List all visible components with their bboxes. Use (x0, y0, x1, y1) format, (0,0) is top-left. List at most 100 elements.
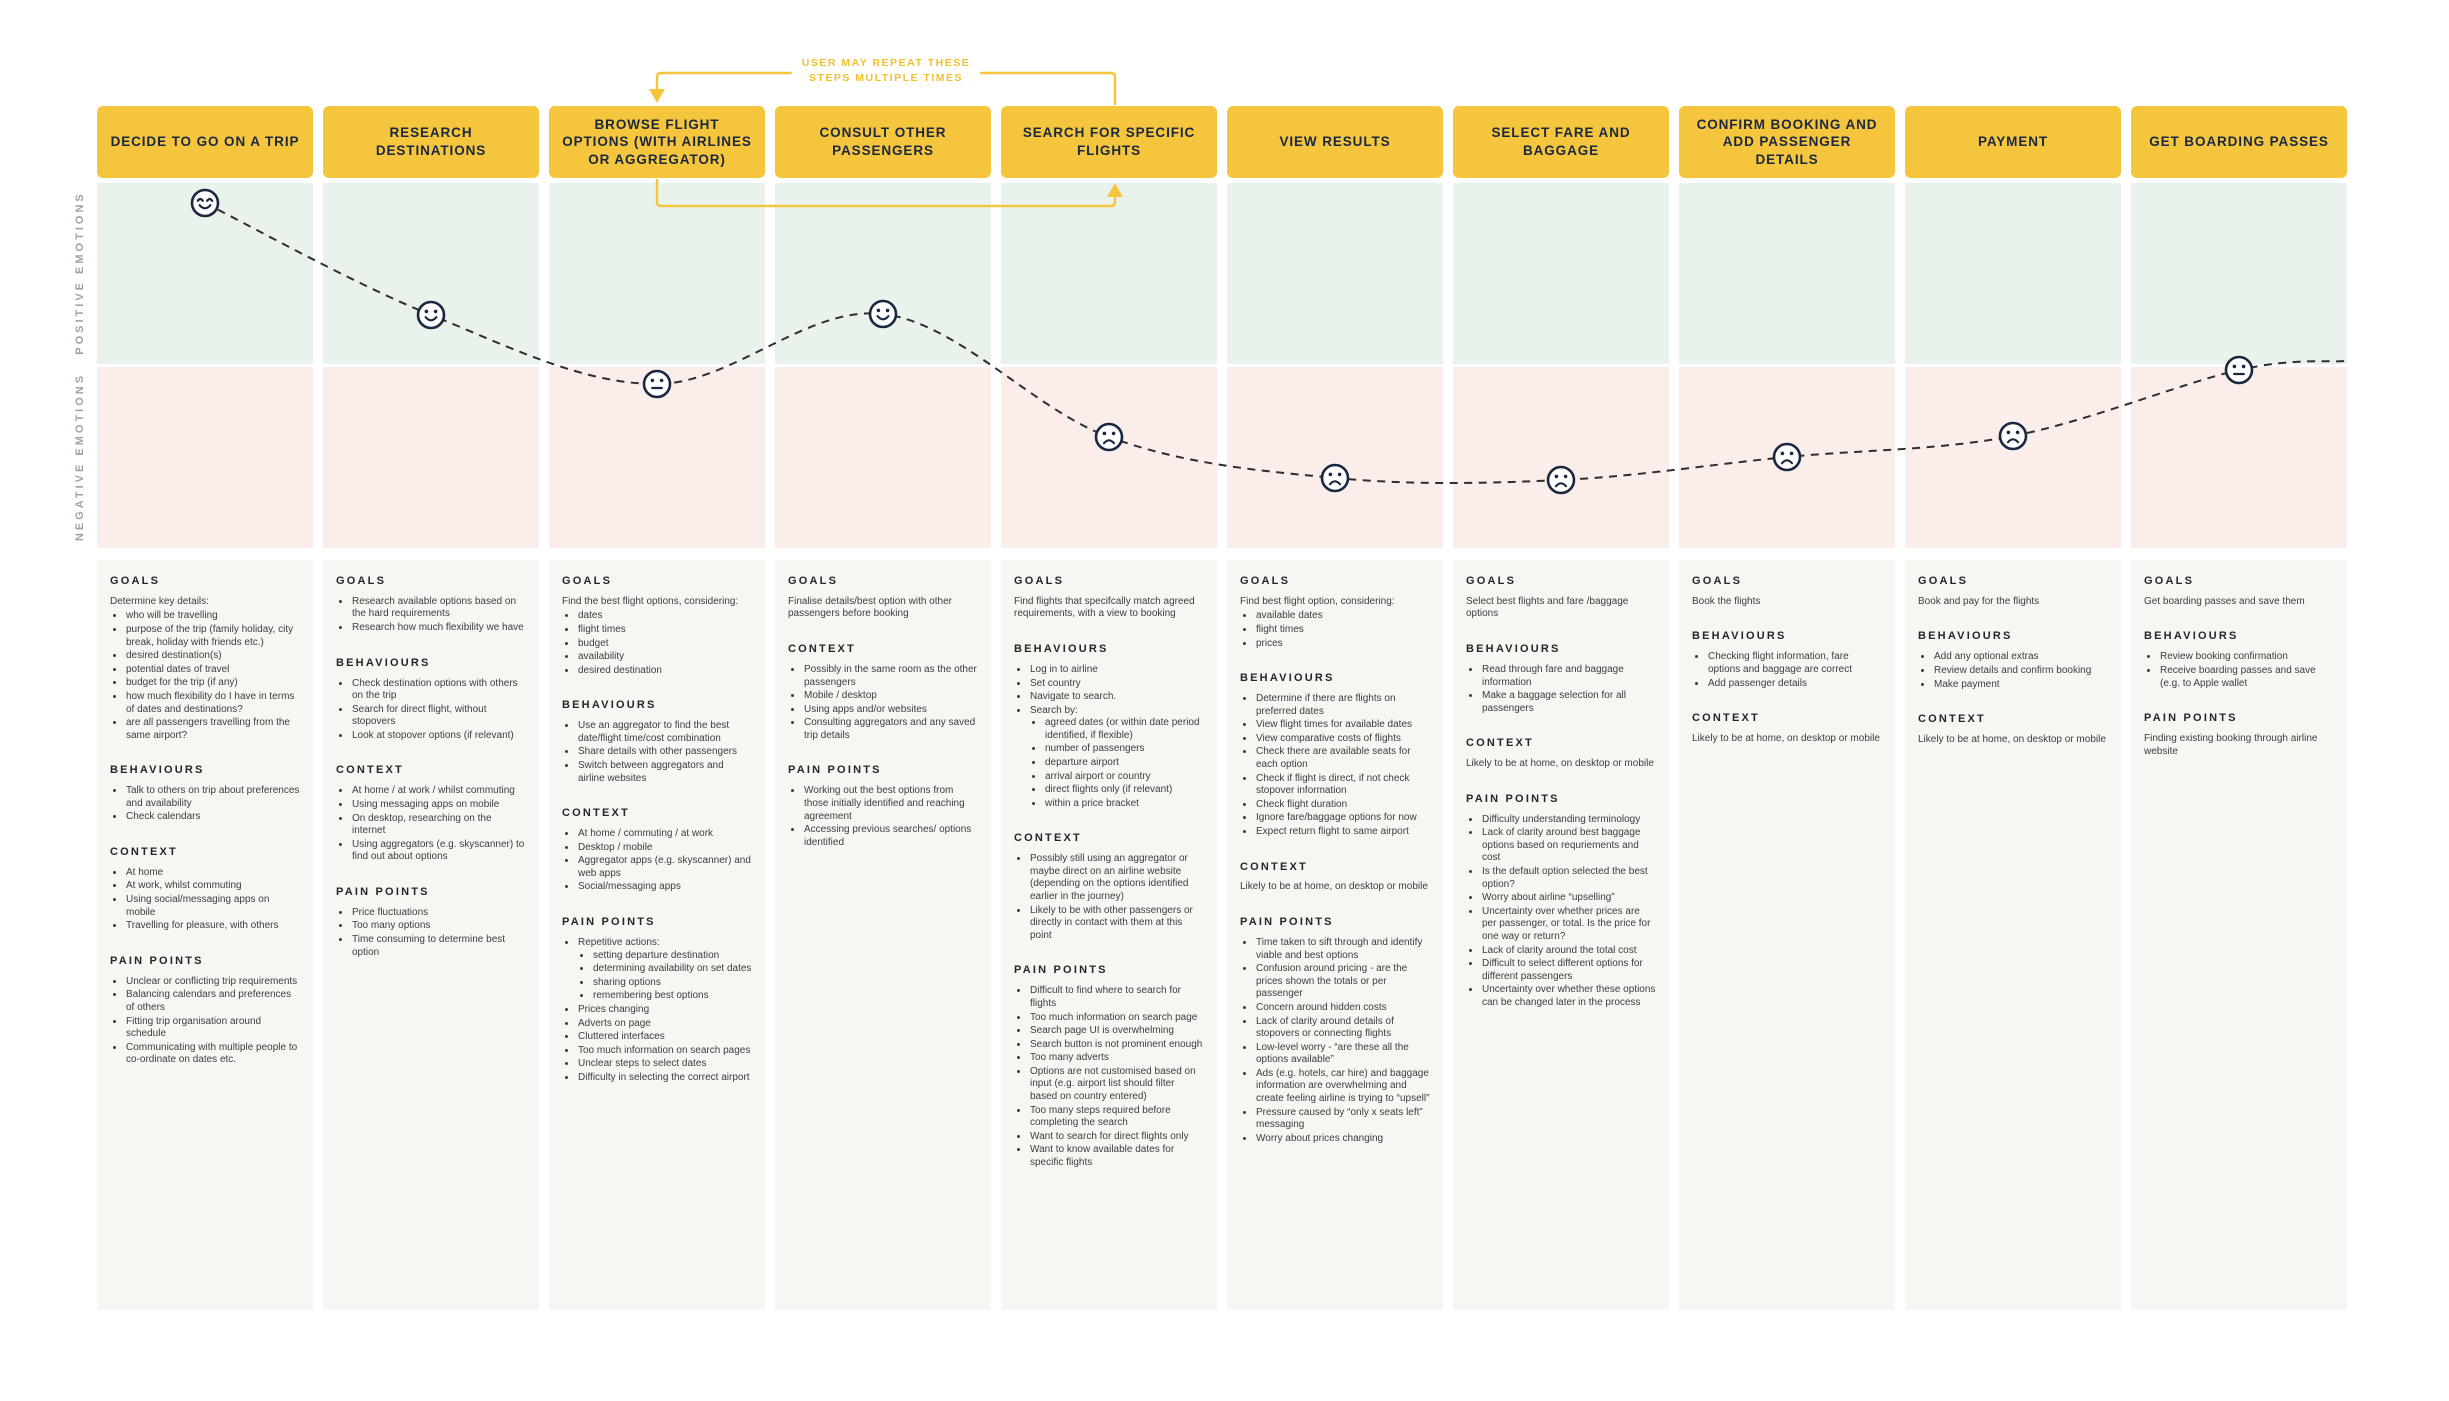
stage-section: PAIN POINTS Finding existing booking thro… (2144, 712, 2334, 758)
bullet-item: determining availability on set dates (592, 963, 752, 976)
bullet-item: Talk to others on trip about preferences… (125, 785, 300, 810)
section-heading: GOALS (1466, 575, 1517, 587)
section-heading: BEHAVIOURS (1014, 643, 1109, 656)
bullet-list: At homeAt work, whilst commutingUsing so… (110, 867, 300, 933)
section-heading: GOALS (1918, 575, 1969, 587)
stage-header: BROWSE FLIGHT OPTIONS (WITH AIRLINES OR … (549, 106, 765, 178)
bullet-list: available datesflight timesprices (1240, 610, 1430, 650)
bullet-item: Check calendars (125, 811, 300, 824)
stage-section: PAIN POINTSRepetitive actions:setting de… (562, 916, 752, 1084)
bullet-list: agreed dates (or within date period iden… (1030, 717, 1204, 810)
bullet-list: Unclear or conflicting trip requirements… (110, 976, 300, 1067)
bullet-item: Likely to be with other passengers or di… (1029, 905, 1204, 943)
bullet-item: Check there are available seats for each… (1255, 746, 1430, 771)
bullet-item: Make payment (1933, 679, 2108, 692)
stage-section: BEHAVIOURS Checking flight information, f… (1692, 630, 1882, 690)
bullet-item: Look at stopover options (if relevant) (351, 730, 526, 743)
bullet-item: Lack of clarity around details of stopov… (1255, 1016, 1430, 1041)
bullet-list: Working out the best options from those … (788, 785, 978, 849)
stage-header: SELECT FARE AND BAGGAGE (1453, 106, 1669, 178)
bullet-item: Unclear steps to select dates (577, 1058, 752, 1071)
bullet-item: Share details with other passengers (577, 746, 752, 759)
bullet-item: Worry about prices changing (1255, 1133, 1430, 1146)
bullet-item: Check if flight is direct, if not check … (1255, 773, 1430, 798)
bullet-list: Read through fare and baggage informatio… (1466, 664, 1656, 715)
positive-band-cell (549, 183, 765, 364)
bullet-item: Accessing previous searches/ options ide… (803, 824, 978, 849)
bullet-item: Unclear or conflicting trip requirements (125, 976, 300, 989)
bullet-item: Lack of clarity around best baggage opti… (1481, 827, 1656, 865)
loop-annotation-label: USER MAY REPEAT THESE STEPS MULTIPLE TIM… (791, 53, 981, 89)
bullet-item: Using messaging apps on mobile (351, 799, 526, 812)
section-heading: CONTEXT (1466, 737, 1534, 750)
stage-section: PAIN POINTSUnclear or conflicting trip r… (110, 955, 300, 1067)
section-heading: BEHAVIOURS (1918, 630, 2013, 643)
stage-section: CONTEXTPossibly in the same room as the … (788, 643, 978, 742)
bullet-item: Ignore fare/baggage options for now (1255, 812, 1430, 825)
section-heading: PAIN POINTS (2144, 712, 2238, 725)
negative-band-cell (323, 367, 539, 548)
stage-section: PAIN POINTSTime taken to sift through an… (1240, 916, 1430, 1145)
bullet-item: Search for direct flight, without stopov… (351, 704, 526, 729)
negative-band-cell (2131, 367, 2347, 548)
bullet-item: Too many steps required before completin… (1029, 1105, 1204, 1130)
bullet-item: number of passengers (1044, 743, 1204, 756)
bullet-item: Expect return flight to same airport (1255, 826, 1430, 839)
bullet-list: who will be travellingpurpose of the tri… (110, 610, 300, 742)
stage-section: CONTEXTAt home / at work / whilst commut… (336, 764, 526, 863)
negative-band-cell (549, 367, 765, 548)
bullet-item: Repetitive actions:setting departure des… (577, 937, 752, 1003)
stage-header: CONSULT OTHER PASSENGERS (775, 106, 991, 178)
bullet-list: Difficult to find where to search for fl… (1014, 985, 1204, 1169)
bullet-item: Is the default option selected the best … (1481, 866, 1656, 891)
stage-header: RESEARCH DESTINATIONS (323, 106, 539, 178)
negative-band-cell (1679, 367, 1895, 548)
section-intro: Finding existing booking through airline… (2144, 732, 2318, 757)
bullet-item: Search by:agreed dates (or within date p… (1029, 705, 1204, 811)
bullet-item: On desktop, researching on the internet (351, 813, 526, 838)
bullet-item: how much flexibility do I have in terms … (125, 691, 300, 716)
bullet-item: Time taken to sift through and identify … (1255, 937, 1430, 962)
section-heading: PAIN POINTS (1014, 964, 1108, 977)
bullet-item: Check destination options with others on… (351, 678, 526, 703)
bullet-list: Difficulty understanding terminologyLack… (1466, 814, 1656, 1010)
bullet-item: Travelling for pleasure, with others (125, 920, 300, 933)
positive-band-cell (1679, 183, 1895, 364)
bullet-item: setting departure destination (592, 950, 752, 963)
section-heading: CONTEXT (110, 846, 178, 859)
bullet-item: dates (577, 610, 752, 623)
bullet-list: Use an aggregator to find the best date/… (562, 720, 752, 785)
negative-band-cell (97, 367, 313, 548)
stage-section: BEHAVIOURSAdd any optional extrasReview … (1918, 630, 2108, 691)
bullet-item: arrival airport or country (1044, 771, 1204, 784)
positive-band-cell (323, 183, 539, 364)
stage-header: GET BOARDING PASSES (2131, 106, 2347, 178)
bullet-item: Social/messaging apps (577, 881, 752, 894)
bullet-item: Determine if there are flights on prefer… (1255, 693, 1430, 718)
section-intro: Book and pay for the flights (1918, 595, 2040, 607)
bullet-item: At home / commuting / at work (577, 828, 752, 841)
section-heading: BEHAVIOURS (1240, 672, 1335, 685)
bullet-list: Talk to others on trip about preferences… (110, 785, 300, 824)
section-heading: CONTEXT (788, 643, 856, 656)
bullet-item: Time consuming to determine best option (351, 934, 526, 959)
bullet-item: Research available options based on the … (351, 596, 526, 621)
negative-band-cell (1227, 367, 1443, 548)
section-heading: BEHAVIOURS (1692, 630, 1787, 643)
bullet-item: Switch between aggregators and airline w… (577, 760, 752, 785)
bullet-item: Checking flight information, fare option… (1707, 651, 1882, 676)
section-intro: Likely to be at home, on desktop or mobi… (1240, 881, 1428, 893)
section-heading: GOALS (1240, 575, 1291, 587)
bullet-item: Review details and confirm booking (1933, 665, 2108, 678)
bullet-item: available dates (1255, 610, 1430, 623)
positive-emotions-axis-label: POSITIVE EMOTIONS (74, 191, 86, 355)
bullet-item: Add passenger details (1707, 678, 1882, 691)
bullet-item: Communicating with multiple people to co… (125, 1042, 300, 1067)
bullet-item: Uncertainty over whether these options c… (1481, 984, 1656, 1009)
